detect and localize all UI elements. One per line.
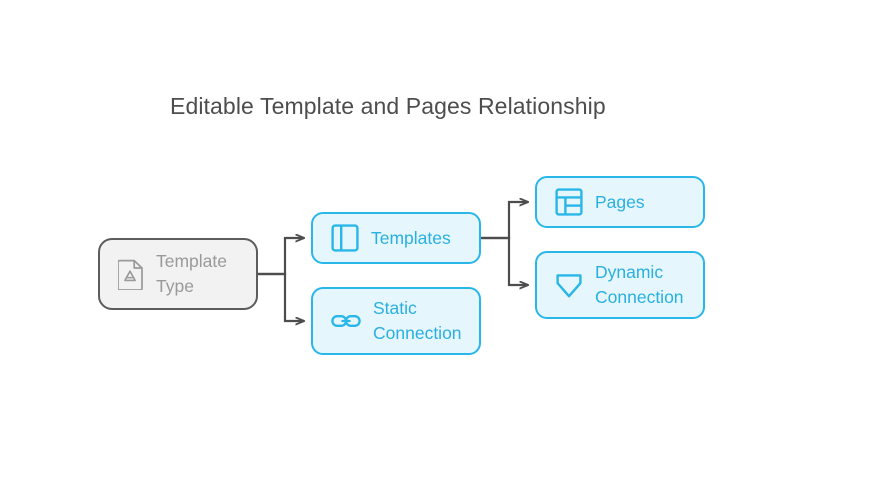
edge-template-type-to-static-connection (258, 272, 304, 321)
node-templates[interactable]: Templates (311, 212, 481, 264)
node-label-static-connection: Static Connection (373, 298, 462, 343)
edge-template-type-to-templates (258, 238, 304, 276)
page-title: Editable Template and Pages Relationship (170, 93, 606, 119)
node-pages[interactable]: Pages (535, 176, 705, 228)
table-layout-icon (555, 188, 583, 216)
node-label-dynamic-connection: Dynamic Connection (595, 262, 684, 307)
file-template-icon (118, 259, 144, 290)
node-label-templates: Templates (371, 227, 451, 248)
node-template-type[interactable]: Template Type (98, 238, 258, 310)
layout-sidebar-icon (331, 224, 359, 252)
edge-templates-to-dynamic-connection (481, 236, 528, 285)
node-label-template-type: Template Type (156, 251, 228, 296)
edge-templates-to-pages (481, 202, 528, 240)
chain-link-icon (331, 311, 361, 331)
node-label-pages: Pages (595, 191, 645, 212)
node-static-connection[interactable]: Static Connection (311, 287, 481, 355)
shield-down-icon (555, 271, 583, 299)
node-dynamic-connection[interactable]: Dynamic Connection (535, 251, 705, 319)
